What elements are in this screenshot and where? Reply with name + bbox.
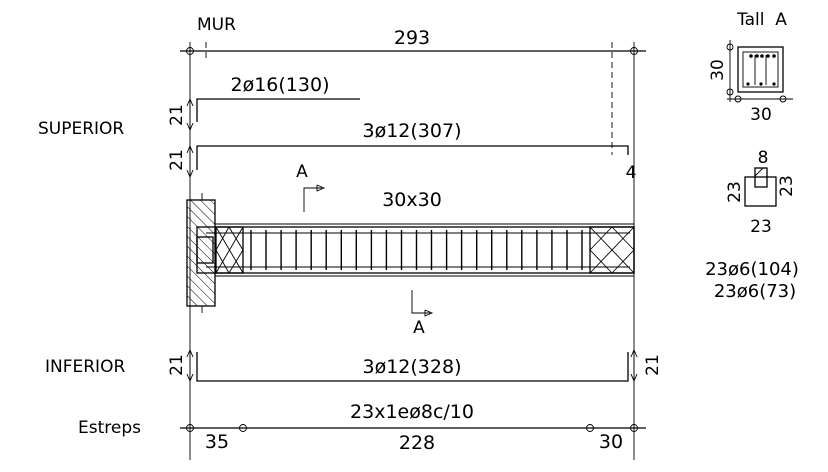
bottom-bar-3o12-label: 3ø12(328) (363, 356, 462, 378)
bottom-offset-left-arrow-up (186, 348, 194, 358)
superior-label: SUPERIOR (38, 119, 124, 139)
zone-tick-4 (630, 424, 638, 432)
stirrup-width-label: 23 (750, 217, 772, 237)
section-arrow-top (303, 187, 322, 212)
section-height-tick-bottom (726, 88, 734, 96)
inferior-label: INFERIOR (45, 357, 125, 377)
section-width-label: 30 (750, 105, 772, 125)
section-arrow-bottom (411, 290, 430, 314)
zone-tick-1 (186, 424, 194, 432)
stirrup-height-right-label: 23 (777, 175, 797, 197)
bottom-offset-left-arrow-down (186, 373, 194, 383)
top-offset-2-label: 21 (167, 149, 187, 171)
bottom-offset-right-arrow-up (630, 348, 638, 358)
section-arrow-bottom-head (424, 309, 434, 317)
span-total-label: 293 (394, 27, 430, 49)
stirrup-shape (744, 176, 777, 207)
zone-tick-2 (239, 424, 247, 432)
top-offset-2-arrow-down (186, 169, 194, 179)
right-support-box (589, 226, 635, 274)
mur-label: MUR (197, 15, 236, 35)
section-height-tick-top (726, 43, 734, 51)
wall-hatched (186, 199, 216, 307)
section-mark-top: A (296, 162, 308, 182)
section-width-tick-right (779, 95, 787, 103)
end-cover-label: 4 (626, 163, 637, 183)
top-bar-2o16-label: 2ø16(130) (231, 74, 330, 96)
left-support-box (215, 226, 244, 274)
estreps-label: Estreps (78, 418, 141, 438)
top-offset-1-label: 21 (167, 104, 187, 126)
section-arrow-top-head (316, 184, 326, 192)
top-offset-1-arrow-down (186, 122, 194, 132)
section-height-label: 30 (708, 59, 728, 81)
section-stirrup (742, 51, 779, 88)
stirrup-hook-label: 8 (758, 148, 769, 168)
stirrups-label: 23x1eø8c/10 (350, 401, 474, 423)
stirrup-zone-right-label: 30 (599, 431, 623, 453)
stirrup-zone-mid-label: 228 (399, 432, 435, 454)
span-tick-right (630, 47, 638, 55)
span-tick-left (186, 47, 194, 55)
beam-outline (196, 226, 635, 274)
top-offset-1-arrow-up (186, 97, 194, 107)
stirrup-hook-diag (754, 167, 764, 177)
top-bar-3o12-label: 3ø12(307) (363, 120, 462, 142)
stirrup-height-left-label: 23 (725, 181, 745, 203)
bottom-offset-left-label: 21 (167, 354, 187, 376)
zone-tick-3 (586, 424, 594, 432)
bottom-offset-right-arrow-down (630, 373, 638, 383)
stirrup-schedule-2: 23ø6(73) (714, 281, 796, 302)
top-bar-3o12 (196, 145, 629, 170)
stirrup-schedule-1: 23ø6(104) (705, 259, 799, 280)
stirrup-zone-left-label: 35 (205, 431, 229, 453)
top-bar-2o16 (196, 98, 360, 122)
section-top-bars (749, 54, 776, 58)
stirrup-hook-box (754, 167, 768, 188)
beam-section-label: 30x30 (382, 189, 442, 211)
wall-embed (196, 236, 214, 264)
section-outer (737, 46, 784, 93)
bottom-offset-right-label: 21 (643, 354, 663, 376)
section-mark-bottom: A (413, 318, 425, 338)
section-detail-title: Tall A (736, 10, 787, 30)
stirrup-lines (250, 230, 583, 270)
top-offset-2-arrow-up (186, 144, 194, 154)
section-bottom-bars (746, 82, 776, 86)
bottom-bar-3o12 (196, 352, 629, 382)
section-width-tick-left (734, 95, 742, 103)
